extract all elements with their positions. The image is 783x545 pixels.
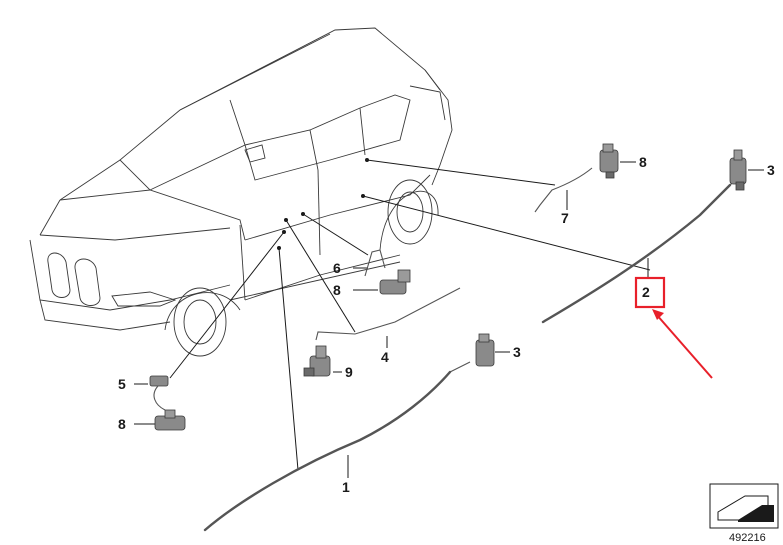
- callout-2: 2: [642, 284, 650, 300]
- callout-3-upper: 3: [767, 162, 775, 178]
- part-9-sensor: [303, 345, 331, 377]
- part-3-sensor-upper: [729, 149, 747, 191]
- leader-lines: [134, 159, 764, 478]
- part-8-sensor-bottom: [154, 409, 186, 431]
- car-outline: [29, 27, 453, 357]
- callout-9: 9: [345, 364, 353, 380]
- callout-labels: 1 2 3 3 4 5 6 7 8 8 8 9: [118, 154, 775, 495]
- callout-8-top: 8: [639, 154, 647, 170]
- part-1-cable: [203, 361, 471, 532]
- reference-icon-box: 492216: [709, 483, 779, 544]
- part-7-cable: [534, 167, 593, 213]
- callout-8-bottom: 8: [118, 416, 126, 432]
- part-8-sensor-middle: [379, 269, 411, 295]
- callout-8-middle: 8: [333, 282, 341, 298]
- callout-1: 1: [342, 479, 350, 495]
- callout-3-lower: 3: [513, 344, 521, 360]
- highlight-arrow: [652, 309, 713, 379]
- callout-4: 4: [381, 349, 389, 365]
- part-5-sensor: [149, 375, 169, 411]
- callout-7: 7: [561, 210, 569, 226]
- part-8-sensor-top: [599, 143, 619, 179]
- highlight-box: [634, 276, 666, 309]
- leader-points: [277, 158, 369, 250]
- part-4-cable: [315, 287, 461, 341]
- reference-number: 492216: [729, 532, 766, 544]
- part-6-bracket: [364, 249, 386, 277]
- part-3-sensor-lower: [475, 333, 495, 367]
- callout-5: 5: [118, 376, 126, 392]
- callout-6: 6: [333, 260, 341, 276]
- part-2-cable: [541, 175, 741, 324]
